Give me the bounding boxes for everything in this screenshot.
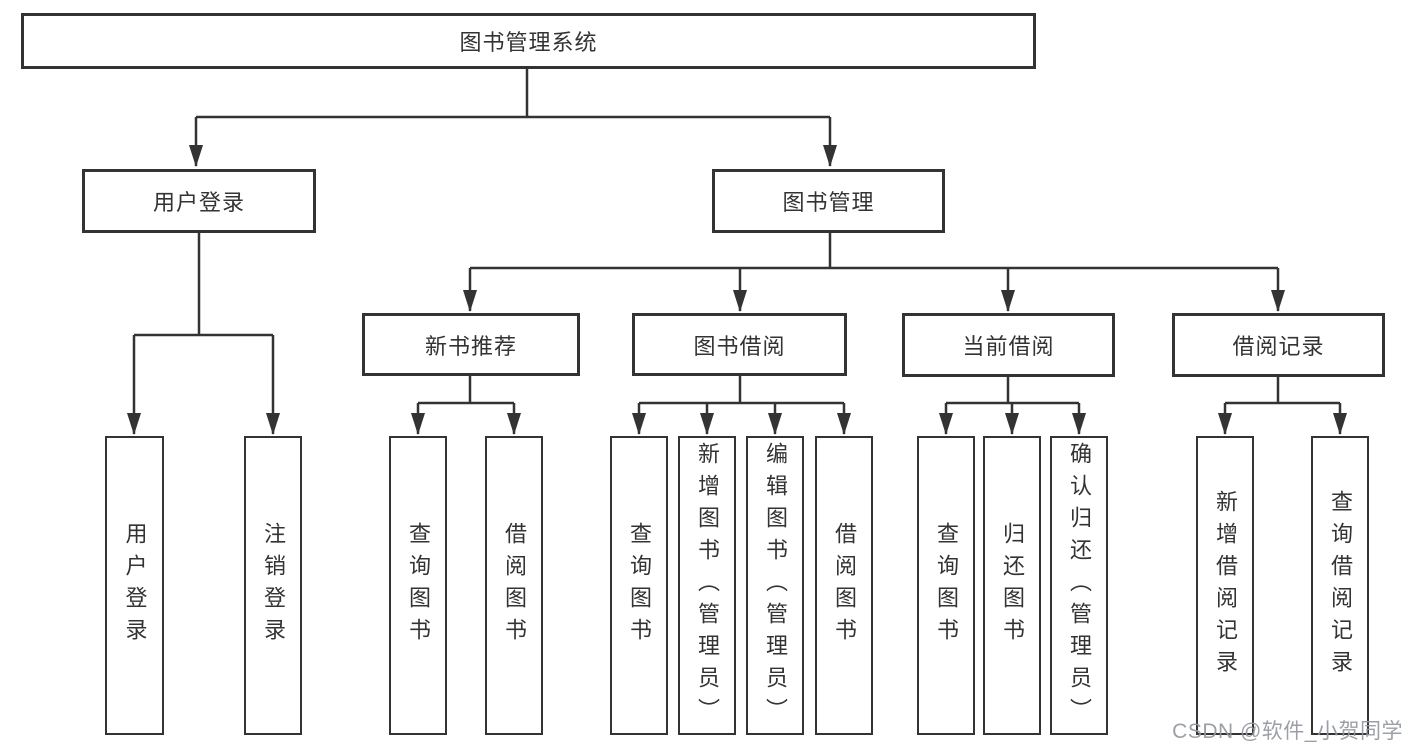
leaf-newbook-query-books: 查询图书 xyxy=(389,436,447,735)
leaf-query-borrow-record: 查询借阅记录 xyxy=(1311,436,1369,735)
edge-borrowing-trunk xyxy=(639,376,844,405)
leaf-label: 编辑图书（管理员） xyxy=(763,441,788,730)
watermark: CSDN @软件_小贺同学 xyxy=(1172,720,1403,743)
leaf-edit-book-admin: 编辑图书（管理员） xyxy=(746,436,804,735)
node-label: 借阅记录 xyxy=(1232,334,1325,359)
leaf-label: 新增图书（管理员） xyxy=(695,441,720,730)
node-user-login: 用户登录 xyxy=(82,169,316,233)
node-label: 图书借阅 xyxy=(693,333,786,359)
leaf-label: 查询图书 xyxy=(934,521,959,650)
leaf-label: 新增借阅记录 xyxy=(1213,489,1238,682)
leaf-logout: 注销登录 xyxy=(244,436,302,735)
node-label: 图书管理系统 xyxy=(459,30,598,55)
leaf-return-books: 归还图书 xyxy=(983,436,1041,735)
leaf-current-query-books: 查询图书 xyxy=(917,436,975,735)
edge-records-trunk xyxy=(1225,377,1340,405)
node-book-borrowing: 图书借阅 xyxy=(632,313,847,376)
leaf-add-book-admin: 新增图书（管理员） xyxy=(678,436,736,735)
node-library-management-system: 图书管理系统 xyxy=(21,13,1036,69)
leaf-label: 确认归还（管理员） xyxy=(1067,441,1092,730)
node-book-management: 图书管理 xyxy=(712,169,945,233)
edge-newbook-trunk xyxy=(418,376,514,405)
edge-current-trunk xyxy=(946,377,1079,405)
leaf-label: 用户登录 xyxy=(122,521,148,650)
edge-root-trunk xyxy=(196,69,830,119)
node-label: 图书管理 xyxy=(782,190,875,215)
leaf-label: 借阅图书 xyxy=(832,521,857,650)
leaf-add-borrow-record: 新增借阅记录 xyxy=(1196,436,1254,735)
leaf-label: 查询借阅记录 xyxy=(1328,489,1353,682)
node-new-book-recommendation: 新书推荐 xyxy=(362,313,580,376)
leaf-user-login: 用户登录 xyxy=(105,436,164,735)
node-borrowing-records: 借阅记录 xyxy=(1172,313,1385,377)
edge-book-management-trunk xyxy=(470,233,1278,270)
node-current-borrowing: 当前借阅 xyxy=(902,313,1115,377)
leaf-newbook-borrow-books: 借阅图书 xyxy=(485,436,543,735)
node-label: 当前借阅 xyxy=(962,334,1055,359)
leaf-borrowing-query-books: 查询图书 xyxy=(610,436,668,735)
leaf-label: 注销登录 xyxy=(261,521,286,650)
leaf-borrowing-borrow-books: 借阅图书 xyxy=(815,436,873,735)
leaf-label: 查询图书 xyxy=(406,521,431,650)
leaf-confirm-return-admin: 确认归还（管理员） xyxy=(1050,436,1108,735)
leaf-label: 借阅图书 xyxy=(502,521,527,650)
node-label: 用户登录 xyxy=(152,190,245,215)
node-label: 新书推荐 xyxy=(424,333,517,359)
edge-user-login-trunk xyxy=(134,233,273,337)
leaf-label: 查询图书 xyxy=(627,521,652,650)
leaf-label: 归还图书 xyxy=(1000,521,1025,650)
